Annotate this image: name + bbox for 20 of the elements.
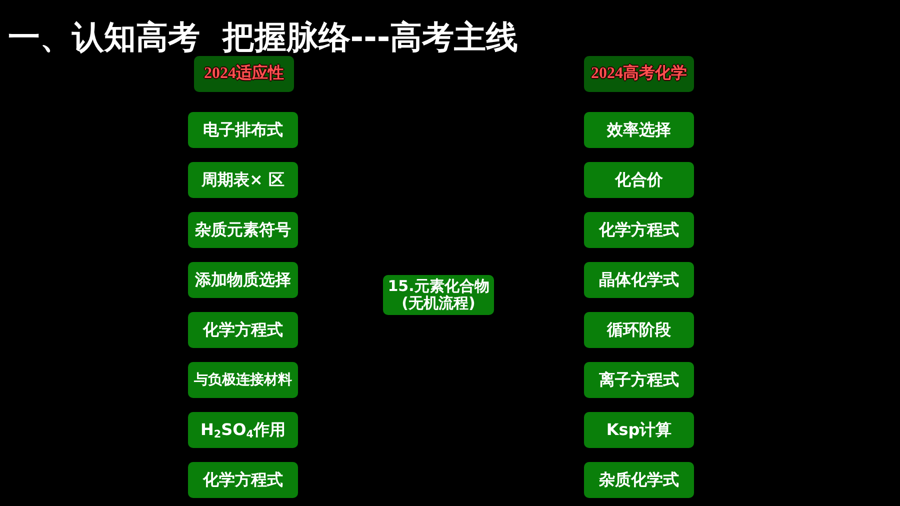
topic-box: Ksp计算 [584, 412, 694, 448]
topic-box: 电子排布式 [188, 112, 298, 148]
topic-box: H$_{2}$SO$_{4}$作用 [188, 412, 298, 448]
topic-box: 杂质化学式 [584, 462, 694, 498]
topic-box: 化学方程式 [188, 462, 298, 498]
topic-box: 化合价 [584, 162, 694, 198]
central-topic-box: 15.元素化合物(无机流程) [383, 275, 494, 315]
topic-box: 添加物质选择 [188, 262, 298, 298]
topic-box: 循环阶段 [584, 312, 694, 348]
topic-box: 离子方程式 [584, 362, 694, 398]
topic-box: 化学方程式 [188, 312, 298, 348]
topic-box: 效率选择 [584, 112, 694, 148]
topic-box: 化学方程式 [584, 212, 694, 248]
topic-box: 与负极连接材料 [188, 362, 298, 398]
topic-box: 晶体化学式 [584, 262, 694, 298]
topic-box: 周期表× 区 [188, 162, 298, 198]
topic-box: 杂质元素符号 [188, 212, 298, 248]
column-header-box: 2024高考化学 [584, 56, 694, 92]
column-header-box: 2024适应性 [194, 56, 294, 92]
page-title: 一、认知高考 把握脉络---高考主线 [8, 18, 518, 56]
